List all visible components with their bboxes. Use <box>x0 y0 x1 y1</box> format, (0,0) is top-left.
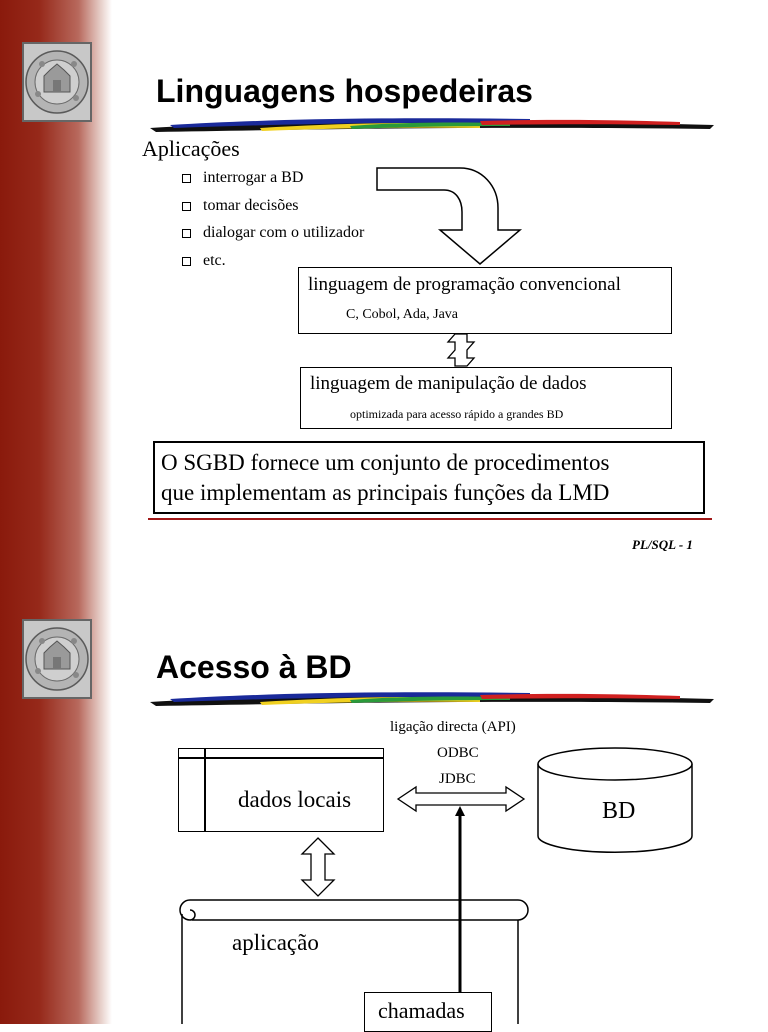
local-data-header-rule <box>178 757 384 759</box>
data-manipulation-language-subtitle: optimizada para acesso rápido a grandes … <box>350 407 564 421</box>
section-label-aplicacoes: Aplicações <box>142 136 240 161</box>
calls-label: chamadas <box>378 998 465 1023</box>
list-item: tomar decisões <box>182 197 299 215</box>
bullet-text: tomar decisões <box>203 197 299 214</box>
database-cylinder-icon <box>537 747 693 853</box>
list-item: etc. <box>182 252 226 270</box>
decorative-brush-stroke <box>150 692 714 706</box>
hollow-square-bullet-icon <box>182 256 191 266</box>
data-manipulation-language-box <box>300 367 672 429</box>
connection-label-odbc: ODBC <box>437 745 479 761</box>
bullet-text: etc. <box>203 252 226 269</box>
local-data-box <box>178 748 384 832</box>
curved-down-arrow-icon <box>376 167 523 265</box>
slide1-title: Linguagens hospedeiras <box>156 73 533 109</box>
programming-language-title: linguagem de programação convencional <box>308 274 621 295</box>
connection-label-jdbc: JDBC <box>439 771 476 787</box>
bullet-text: dialogar com o utilizador <box>203 224 365 241</box>
list-item: interrogar a BD <box>182 169 303 187</box>
data-manipulation-language-title: linguagem de manipulação de dados <box>310 373 587 394</box>
database-label: BD <box>602 798 636 824</box>
double-arrow-vertical-icon <box>300 837 336 897</box>
double-arrow-horizontal-icon <box>396 785 526 813</box>
programming-language-box <box>298 267 672 334</box>
hollow-square-bullet-icon <box>182 228 191 238</box>
application-label: aplicação <box>232 930 319 955</box>
local-data-label: dados locais <box>238 787 352 812</box>
connection-label-api: ligação directa (API) <box>390 719 516 735</box>
hollow-square-bullet-icon <box>182 173 191 183</box>
programming-language-examples: C, Cobol, Ada, Java <box>346 307 458 322</box>
double-arrow-vertical-icon <box>446 333 476 367</box>
university-seal-logo <box>22 619 92 699</box>
list-item: dialogar com o utilizador <box>182 224 364 242</box>
note-line-2: que implementam as principais funções da… <box>161 480 610 505</box>
note-line-1: O SGBD fornece um conjunto de procedimen… <box>161 450 610 475</box>
local-data-column-rule <box>204 748 206 832</box>
hollow-square-bullet-icon <box>182 201 191 211</box>
sgbd-note-box <box>153 441 705 514</box>
bullet-text: interrogar a BD <box>203 169 304 186</box>
decorative-brush-stroke <box>150 118 714 132</box>
footer-divider <box>148 518 712 520</box>
arrow-up-icon <box>455 806 465 992</box>
page-number: PL/SQL - 1 <box>632 537 693 552</box>
application-scroll-shape <box>179 899 529 1024</box>
sidebar-gradient <box>0 0 112 1024</box>
university-seal-logo <box>22 42 92 122</box>
slide2-title: Acesso à BD <box>156 649 352 685</box>
